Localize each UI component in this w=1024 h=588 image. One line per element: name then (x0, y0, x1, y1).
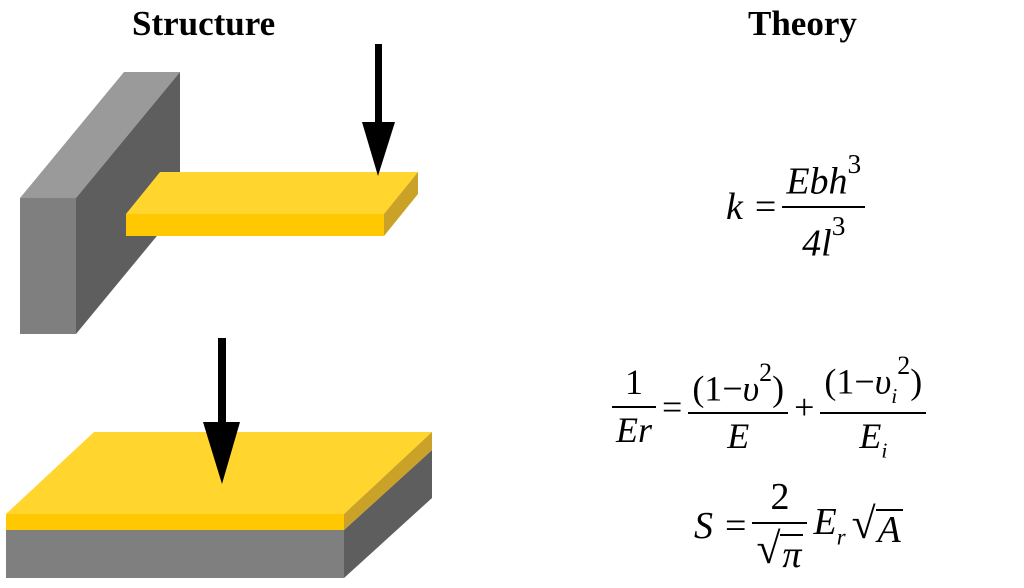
k-denominator-base: 4l (802, 222, 832, 265)
sqrt-pi: √π (752, 524, 807, 576)
sample-modulus-symbol: E (727, 415, 750, 456)
spring-constant-equation: k= Ebh3 4l3 (720, 150, 866, 265)
open-paren-one: (1 (824, 361, 855, 402)
close-paren: ) (910, 361, 923, 402)
arrow-head (203, 422, 240, 484)
stiffness-equation: S= 2 √π Er√A (688, 476, 903, 576)
wall-front-face (20, 198, 76, 334)
film-side-face (344, 432, 432, 530)
fraction-bar (782, 206, 866, 209)
cantilever-wall-support (20, 72, 180, 334)
minus-sign: − (854, 361, 875, 402)
exponent: 2 (897, 351, 911, 380)
k-denominator-exponent: 3 (831, 211, 846, 242)
radical-sign: √ (851, 499, 876, 548)
fraction-bar (752, 521, 808, 524)
k-numerator: Ebh3 (782, 150, 865, 202)
film-front-face (6, 514, 344, 530)
cantilever-load-arrow (362, 44, 395, 176)
theory-heading: Theory (748, 4, 857, 43)
fraction-bar (612, 406, 656, 409)
pi-symbol: π (780, 533, 804, 576)
exponent: 2 (759, 357, 773, 387)
er-lhs-fraction: 1 Er (612, 364, 656, 450)
reduced-modulus-symbol: E (813, 500, 837, 543)
close-paren: ) (772, 368, 785, 409)
s-fraction: 2 √π (752, 476, 808, 576)
k-denominator: 4l3 (798, 212, 849, 264)
sqrt-area: √A (851, 499, 903, 551)
subscript: r (836, 524, 846, 550)
wall-top-face (20, 72, 180, 198)
beam-top-face (126, 172, 418, 214)
indentation-load-arrow (203, 338, 240, 484)
cantilever-beam (126, 172, 418, 236)
indenter-term-numerator: (1−υi 2) (820, 352, 926, 408)
arrow-shaft (218, 338, 226, 428)
equals-sign: = (725, 504, 747, 547)
indenter-term-fraction: (1−υi2) Ei (820, 352, 927, 463)
indenter-poisson-ratio-symbol: υ (874, 361, 892, 402)
er-lhs-numerator: 1 (625, 362, 643, 403)
beam-side-face (384, 172, 418, 236)
radical-sign: √ (756, 524, 781, 573)
poisson-ratio-symbol: υ (742, 368, 760, 409)
open-paren-one: (1 (692, 368, 723, 409)
sample-term-numerator: (1−υ2) (688, 357, 788, 409)
substrate-front-face (6, 530, 344, 578)
reduced-modulus-equation: 1 Er = (1−υ2) E + (1−υi2) Ei (612, 352, 927, 463)
s-fraction-numerator: 2 (770, 476, 790, 518)
k-numerator-base: Ebh (786, 160, 848, 203)
substrate-block (6, 450, 432, 578)
k-numerator-exponent: 3 (847, 149, 862, 179)
indenter-term-denominator: Ei (855, 415, 891, 463)
sample-term-fraction: (1−υ2) E (688, 357, 789, 456)
arrow-shaft (375, 44, 382, 126)
subscript: i (881, 438, 888, 463)
beam-front-face (126, 214, 384, 236)
k-symbol: k (726, 186, 743, 229)
subscript: i (891, 384, 898, 409)
fraction-bar (820, 411, 927, 414)
indenter-modulus-symbol: E (859, 415, 882, 456)
reduced-modulus-term: Er (807, 503, 851, 549)
arrow-head (362, 122, 395, 176)
structure-heading: Structure (132, 4, 276, 43)
minus-sign: − (722, 368, 743, 409)
stiffness-symbol: S (694, 504, 713, 547)
plus-sign: + (794, 387, 815, 428)
equals-sign: = (662, 387, 683, 428)
fraction-bar (688, 411, 789, 414)
substrate-side-face (344, 450, 432, 578)
equals-sign: = (754, 186, 777, 229)
er-lhs-denominator: Er (616, 410, 652, 451)
area-symbol: A (875, 508, 903, 551)
wall-side-face (76, 72, 180, 334)
k-fraction: Ebh3 4l3 (782, 150, 866, 265)
